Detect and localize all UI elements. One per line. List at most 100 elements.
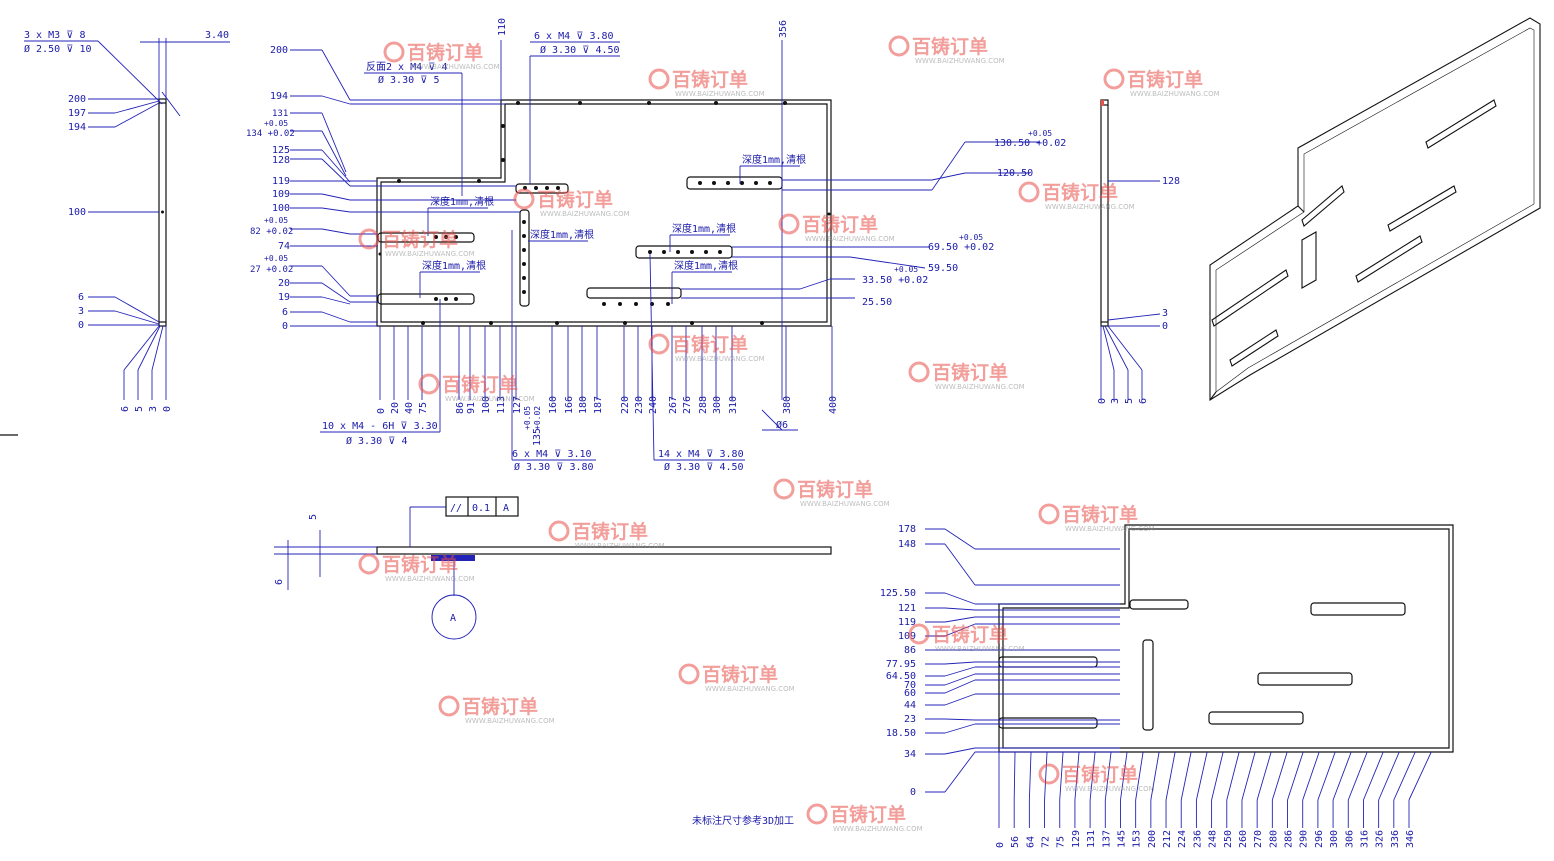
main-x-label: 180: [578, 396, 589, 414]
main-x-127-tol2: +0.02: [533, 406, 542, 430]
main-x-label: 166: [564, 396, 575, 414]
main-y-131-tol: +0.05: [264, 119, 288, 128]
svg-text:WWW.BAIZHUWANG.COM: WWW.BAIZHUWANG.COM: [1065, 785, 1155, 793]
svg-text:WWW.BAIZHUWANG.COM: WWW.BAIZHUWANG.COM: [705, 685, 795, 693]
left-thread-callout-2: Ø 2.50 ⊽ 10: [24, 43, 92, 55]
main-yr-69: 69.50 +0.02: [928, 242, 994, 253]
main-x-label: 91: [466, 402, 477, 414]
bottom-x-label: 0: [995, 842, 1006, 848]
bottom-y-label: 109: [898, 631, 916, 642]
bottom-x-label: 270: [1253, 830, 1264, 848]
left-x-5: 5: [134, 406, 145, 412]
side-y-0: 0: [1162, 321, 1168, 332]
left-x-6: 6: [120, 406, 131, 412]
bottom-x-label: 153: [1132, 830, 1143, 848]
bottom-x-label: 75: [1056, 836, 1067, 848]
bottom-x-label: 300: [1329, 830, 1340, 848]
main-y-82-tol: +0.05: [264, 216, 288, 225]
svg-text:百铸订单: 百铸订单: [802, 213, 878, 236]
bottom-x-label: 64: [1025, 836, 1036, 848]
svg-text:百铸订单: 百铸订单: [932, 623, 1008, 646]
main-y-100: 100: [272, 203, 290, 214]
bottom-x-label: 290: [1299, 830, 1310, 848]
main-y-131: 131: [272, 109, 288, 119]
svg-text:百铸订单: 百铸订单: [407, 41, 483, 64]
main-y-20: 20: [278, 278, 290, 289]
depth-note-5: 深度1mm,清根: [422, 259, 486, 272]
bottom-y-label: 121: [898, 603, 916, 614]
bottom-x-label: 145: [1116, 830, 1127, 848]
svg-text:百铸订单: 百铸订单: [1042, 181, 1118, 204]
bottom-x-label: 296: [1314, 830, 1325, 848]
svg-text:百铸订单: 百铸订单: [1062, 503, 1138, 526]
main-x-127-tol1: +0.05: [523, 406, 532, 430]
svg-text:WWW.BAIZHUWANG.COM: WWW.BAIZHUWANG.COM: [540, 210, 630, 218]
main-x-label: 127: [512, 396, 523, 414]
svg-text:百铸订单: 百铸订单: [702, 663, 778, 686]
depth-note-6: 深度1mm,清根: [674, 259, 738, 272]
bottom-x-label: 250: [1223, 830, 1234, 848]
main-yr-25: 25.50: [862, 297, 892, 308]
bottom-y-label: 23: [904, 714, 916, 725]
bottom-y-label: 178: [898, 524, 916, 535]
svg-text:WWW.BAIZHUWANG.COM: WWW.BAIZHUWANG.COM: [675, 355, 765, 363]
depth-note-1: 深度1mm,清根: [742, 153, 806, 166]
main-x-label: 400: [828, 396, 839, 414]
left-y-197: 197: [68, 108, 86, 119]
left-thread-callout-1: 3 x M3 ⊽ 8: [24, 30, 86, 41]
svg-text:百铸订单: 百铸订单: [442, 373, 518, 396]
main-y-109: 109: [272, 189, 290, 200]
bottom-y-label: 60: [904, 688, 916, 699]
bottom-x-label: 56: [1010, 836, 1021, 848]
main-top-110: 110: [497, 18, 508, 36]
main-yr-59: 59.50: [928, 263, 958, 274]
svg-text:百铸订单: 百铸订单: [537, 188, 613, 211]
callout-14m4-2: Ø 3.30 ⊽ 4.50: [664, 461, 744, 473]
bottom-y-label: 148: [898, 539, 916, 550]
left-y-200: 200: [68, 94, 86, 105]
main-x-label: 100: [481, 396, 492, 414]
depth-note-2: 深度1mm,清根: [430, 195, 494, 208]
side-x-0: 0: [1097, 398, 1108, 404]
main-x-label: 276: [682, 396, 693, 414]
main-yr-69-tol: +0.05: [959, 233, 983, 242]
svg-text:WWW.BAIZHUWANG.COM: WWW.BAIZHUWANG.COM: [1045, 203, 1135, 211]
main-yr-33: 33.50 +0.02: [862, 275, 928, 286]
left-y-6: 6: [78, 292, 84, 303]
datum-a: A: [450, 613, 456, 624]
main-yr-130-tol: +0.05: [1028, 129, 1052, 138]
callout-10m4-1: 10 x M4 - 6H ⊽ 3.30: [322, 421, 438, 432]
left-x-3: 3: [148, 406, 159, 412]
left-y-194: 194: [68, 122, 86, 133]
bottom-y-label: 44: [904, 700, 916, 711]
main-hole-dim: Ø6: [776, 419, 788, 431]
flat-dim-5: 5: [308, 514, 319, 520]
bottom-y-label: 0: [910, 787, 916, 798]
main-y-134: 134 +0.02: [246, 129, 295, 139]
main-yr-130: 130.50 +0.02: [994, 138, 1066, 149]
bottom-x-label: 260: [1238, 830, 1249, 848]
depth-note-4: 深度1mm,清根: [672, 222, 736, 235]
bottom-x-label: 306: [1344, 830, 1355, 848]
svg-text:百铸订单: 百铸订单: [382, 553, 458, 576]
bottom-y-label: 125.50: [880, 588, 916, 599]
left-side-view: 3 x M3 ⊽ 8 Ø 2.50 ⊽ 10 3.40 200 197 194 …: [0, 30, 230, 436]
main-x-135: 135: [532, 428, 543, 446]
bottom-x-label: 72: [1041, 836, 1052, 848]
bottom-x-label: 316: [1359, 830, 1370, 848]
svg-text:WWW.BAIZHUWANG.COM: WWW.BAIZHUWANG.COM: [385, 250, 475, 258]
svg-text:百铸订单: 百铸订单: [797, 478, 873, 501]
side-x-3: 3: [1110, 398, 1121, 404]
callout-10m4-2: Ø 3.30 ⊽ 4: [346, 435, 408, 447]
